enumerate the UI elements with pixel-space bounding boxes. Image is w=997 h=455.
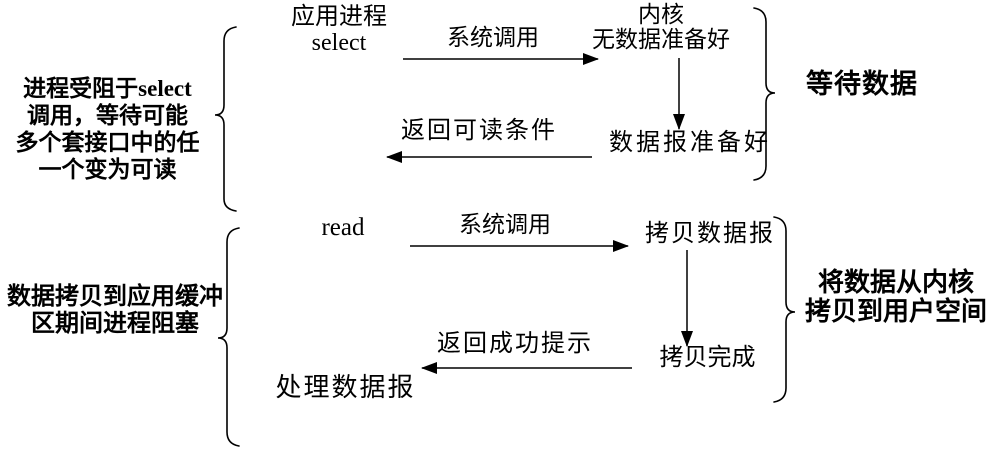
note-line: 将数据从内核 — [817, 268, 974, 297]
kernel-label: 内核 — [638, 2, 684, 27]
note-line: 区期间进程阻塞 — [31, 311, 199, 337]
copy-complete-label: 拷贝完成 — [659, 345, 756, 371]
app-process-block: 应用进程 select — [278, 4, 400, 56]
read-call-label: read — [321, 214, 365, 241]
syscall-arrow-label-top: 系统调用 — [447, 25, 539, 50]
note-line: 数据拷贝到应用缓冲 — [7, 284, 223, 310]
note-line: 进程受阻于select — [23, 76, 192, 101]
kernel-block: 内核 无数据准备好 — [586, 2, 736, 52]
copy-datagram-label: 拷贝数据报 — [645, 221, 775, 247]
return-readable-label: 返回可读条件 — [401, 118, 557, 144]
no-data-ready-label: 无数据准备好 — [592, 27, 730, 52]
note-line: 一个变为可读 — [38, 157, 177, 182]
wait-for-data-note: 等待数据 — [806, 69, 918, 99]
left-brace-top — [214, 26, 237, 212]
right-brace-bottom — [773, 216, 796, 403]
datagram-ready-label: 数据报准备好 — [609, 130, 771, 156]
blocked-on-select-note: 进程受阻于select 调用，等待可能 多个套接口中的任 一个变为可读 — [0, 75, 215, 183]
blocked-during-copy-note: 数据拷贝到应用缓冲 区期间进程阻塞 — [0, 284, 230, 338]
copy-to-user-space-note: 将数据从内核 拷贝到用户空间 — [798, 268, 994, 326]
right-brace-top — [753, 7, 776, 181]
note-line: 拷贝到用户空间 — [804, 297, 987, 326]
note-line: 多个套接口中的任 — [15, 130, 200, 155]
process-datagram-label: 处理数据报 — [275, 373, 416, 402]
note-line: 调用，等待可能 — [27, 103, 188, 128]
select-call-label: select — [311, 30, 367, 56]
app-process-label: 应用进程 — [291, 4, 387, 30]
syscall-arrow-label-bottom: 系统调用 — [459, 212, 551, 237]
left-brace-bottom — [217, 227, 240, 447]
return-success-label: 返回成功提示 — [437, 331, 593, 357]
